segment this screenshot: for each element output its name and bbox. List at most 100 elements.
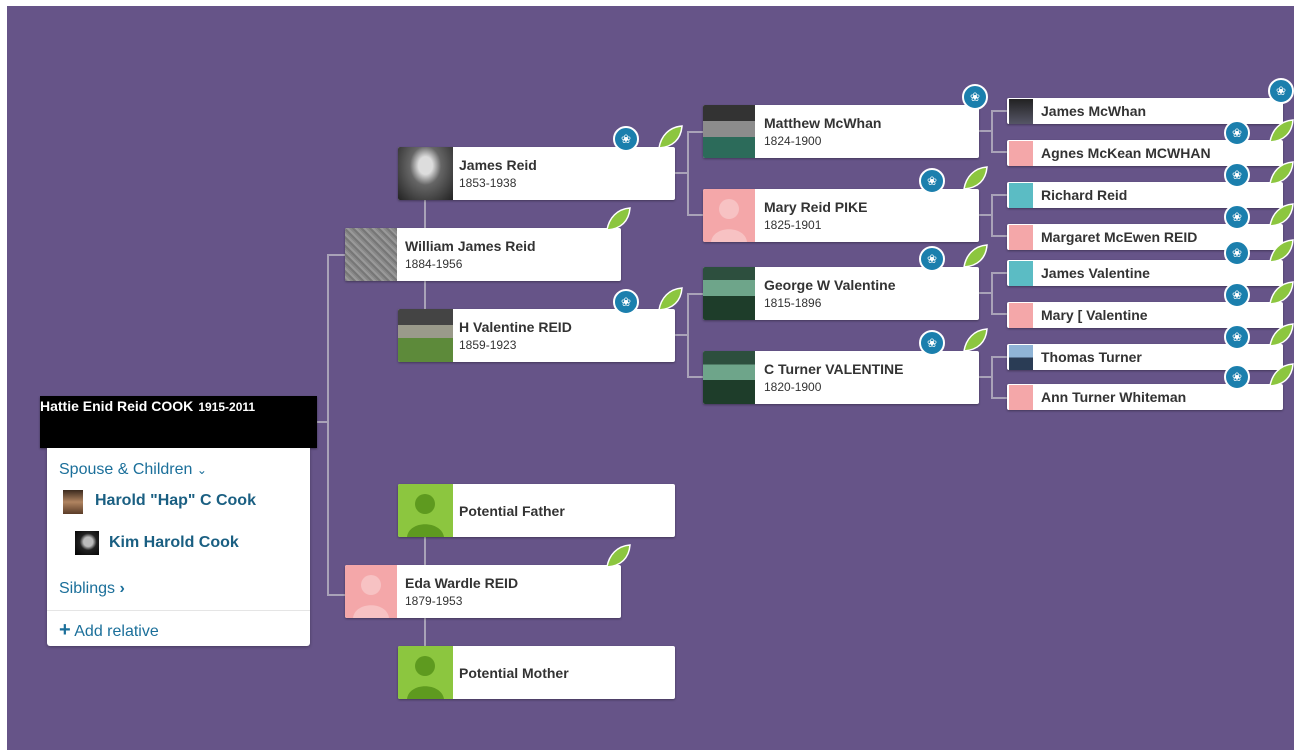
family-panel: Spouse & Children ⌄ Harold "Hap" C Cook … xyxy=(47,448,310,646)
hint-badge-icon[interactable]: ❀ xyxy=(1224,240,1250,266)
female-placeholder-icon xyxy=(1009,385,1033,410)
person-dates: 1825-1901 xyxy=(764,218,822,232)
record-hint-leaf-icon[interactable] xyxy=(1268,362,1294,388)
hint-badge-icon[interactable]: ❀ xyxy=(1224,204,1250,230)
child-avatar xyxy=(75,531,99,555)
person-photo xyxy=(703,267,755,320)
connector-line xyxy=(327,594,345,596)
person-dates: 1879-1953 xyxy=(405,594,463,608)
paternal-grandfather-card[interactable]: James Reid 1853-1938 xyxy=(398,147,675,200)
potential-father-card[interactable]: Potential Father xyxy=(398,484,675,537)
connector-line xyxy=(991,397,1007,399)
hint-badge-icon[interactable]: ❀ xyxy=(962,84,988,110)
record-hint-leaf-icon[interactable] xyxy=(1268,202,1294,228)
record-hint-leaf-icon[interactable] xyxy=(605,206,631,232)
ancestor-card[interactable]: Richard Reid xyxy=(1007,182,1283,208)
connector-line xyxy=(991,313,1007,315)
record-hint-leaf-icon[interactable] xyxy=(962,165,988,191)
person-name: Margaret McEwen REID xyxy=(1041,229,1198,245)
hint-badge-icon[interactable]: ❀ xyxy=(919,330,945,356)
connector-line xyxy=(991,110,1007,112)
ancestor-card[interactable]: James Valentine xyxy=(1007,260,1283,286)
person-name: George W Valentine xyxy=(764,277,896,293)
chevron-right-icon: › xyxy=(119,580,125,597)
person-photo xyxy=(1009,99,1033,124)
hint-badge-icon[interactable]: ❀ xyxy=(1224,364,1250,390)
record-hint-leaf-icon[interactable] xyxy=(962,243,988,269)
male-placeholder-icon xyxy=(398,646,453,699)
tree-canvas[interactable]: Hattie Enid Reid COOK 1915-2011 Spouse &… xyxy=(7,6,1294,750)
potential-mother-card[interactable]: Potential Mother xyxy=(398,646,675,699)
person-name: C Turner VALENTINE xyxy=(764,361,904,377)
person-name: James McWhan xyxy=(1041,103,1147,119)
record-hint-leaf-icon[interactable] xyxy=(962,327,988,353)
focus-person-card[interactable]: Hattie Enid Reid COOK 1915-2011 xyxy=(40,396,317,448)
plus-icon: + xyxy=(59,619,71,641)
hint-badge-icon[interactable]: ❀ xyxy=(919,246,945,272)
person-dates: 1824-1900 xyxy=(764,134,822,148)
person-name: Thomas Turner xyxy=(1041,349,1142,365)
great-grandparent-card[interactable]: Matthew McWhan 1824-1900 xyxy=(703,105,979,158)
connector-line xyxy=(991,272,993,315)
person-name: James Valentine xyxy=(1041,265,1150,281)
hint-badge-icon[interactable]: ❀ xyxy=(613,126,639,152)
connector-line xyxy=(687,131,689,216)
spouse-children-toggle[interactable]: Spouse & Children ⌄ xyxy=(59,461,207,478)
great-grandparent-card[interactable]: George W Valentine 1815-1896 xyxy=(703,267,979,320)
ancestor-card[interactable]: James McWhan xyxy=(1007,98,1283,124)
person-name: Eda Wardle REID xyxy=(405,575,519,591)
paternal-grandfather-photo xyxy=(398,147,453,200)
connector-line xyxy=(991,235,1007,237)
great-grandparent-card[interactable]: C Turner VALENTINE 1820-1900 xyxy=(703,351,979,404)
child-link[interactable]: Kim Harold Cook xyxy=(109,534,239,551)
great-grandparent-card[interactable]: Mary Reid PIKE 1825-1901 xyxy=(703,189,979,242)
connector-line xyxy=(991,356,1007,358)
mother-card[interactable]: Eda Wardle REID 1879-1953 xyxy=(345,565,621,618)
paternal-grandmother-photo xyxy=(398,309,453,362)
record-hint-leaf-icon[interactable] xyxy=(1268,322,1294,348)
connector-line xyxy=(687,131,703,133)
person-dates: 1815-1896 xyxy=(764,296,822,310)
ancestor-card[interactable]: Agnes McKean MCWHAN xyxy=(1007,140,1283,166)
hint-badge-icon[interactable]: ❀ xyxy=(1268,78,1294,104)
person-dates: 1859-1923 xyxy=(459,338,517,352)
hint-badge-icon[interactable]: ❀ xyxy=(1224,282,1250,308)
person-name: Potential Father xyxy=(459,502,565,519)
male-placeholder-icon xyxy=(398,484,453,537)
female-placeholder-icon xyxy=(1009,225,1033,250)
spouse-link[interactable]: Harold "Hap" C Cook xyxy=(95,492,256,509)
person-name: Matthew McWhan xyxy=(764,115,882,131)
connector-line xyxy=(991,272,1007,274)
person-photo xyxy=(703,351,755,404)
record-hint-leaf-icon[interactable] xyxy=(1268,280,1294,306)
hint-badge-icon[interactable]: ❀ xyxy=(1224,162,1250,188)
chevron-down-icon: ⌄ xyxy=(196,463,207,477)
connector-line xyxy=(316,421,329,423)
add-relative-button[interactable]: + Add relative xyxy=(59,619,159,641)
father-card[interactable]: William James Reid 1884-1956 xyxy=(345,228,621,281)
person-photo xyxy=(703,105,755,158)
connector-line xyxy=(979,214,993,216)
connector-line xyxy=(687,293,703,295)
hint-badge-icon[interactable]: ❀ xyxy=(919,168,945,194)
record-hint-leaf-icon[interactable] xyxy=(657,124,683,150)
record-hint-leaf-icon[interactable] xyxy=(657,286,683,312)
siblings-toggle[interactable]: Siblings › xyxy=(59,580,125,597)
connector-line xyxy=(979,376,993,378)
person-dates: 1884-1956 xyxy=(405,257,463,271)
hint-badge-icon[interactable]: ❀ xyxy=(613,289,639,315)
person-name: Richard Reid xyxy=(1041,187,1128,203)
record-hint-leaf-icon[interactable] xyxy=(1268,118,1294,144)
connector-line xyxy=(675,334,689,336)
hint-badge-icon[interactable]: ❀ xyxy=(1224,120,1250,146)
hint-badge-icon[interactable]: ❀ xyxy=(1224,324,1250,350)
female-placeholder-icon xyxy=(345,565,397,618)
paternal-grandmother-card[interactable]: H Valentine REID 1859-1923 xyxy=(398,309,675,362)
person-name: Agnes McKean MCWHAN xyxy=(1041,145,1211,161)
record-hint-leaf-icon[interactable] xyxy=(1268,238,1294,264)
connector-line xyxy=(687,293,689,378)
record-hint-leaf-icon[interactable] xyxy=(1268,160,1294,186)
record-hint-leaf-icon[interactable] xyxy=(605,543,631,569)
connector-line xyxy=(991,194,993,237)
connector-line xyxy=(979,292,993,294)
